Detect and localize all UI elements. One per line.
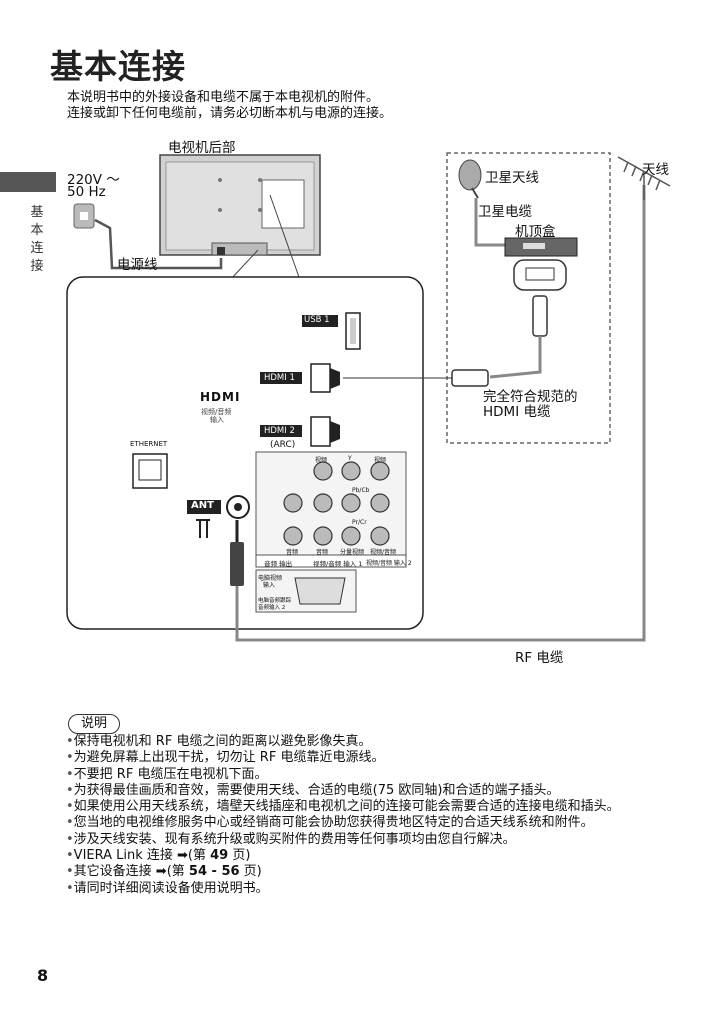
note-item: •涉及天线安装、现有系统升级或购买附件的费用等任何事项均由您自行解决。 [66, 831, 516, 847]
pb-label: Pb/Cb [352, 487, 370, 494]
notes-heading: 说明 [68, 714, 121, 734]
connection-diagram [66, 152, 671, 642]
hdmi-plug [532, 295, 548, 337]
set-top-box-label: 机顶盒 [515, 224, 556, 240]
note-item: •请同时详细阅读设备使用说明书。 [66, 880, 269, 896]
hdmi2-label-bg [260, 425, 302, 437]
av-bottom-label-4: 视频/音频 [370, 549, 397, 556]
note-item: •您当地的电视维修服务中心或经销商可能会协助您获得贵地区特定的合适天线系统和附件… [66, 815, 594, 831]
hdmi-cable-label-1: 完全符合规范的 [483, 389, 578, 405]
external-devices-box [446, 152, 611, 444]
power-cable-label: 电源线 [117, 257, 158, 273]
hdmi1-label-bg [260, 372, 302, 384]
ant-label: ANT [191, 500, 214, 511]
pc-audio-label-1: 电脑音频跟踪 [258, 598, 292, 604]
page-number: 8 [37, 966, 49, 985]
other-devices-reference[interactable]: •其它设备连接 ➡(第 54 - 56 页) [66, 864, 262, 880]
usb-label: USB 1 [304, 315, 330, 325]
power-spec-frequency: 50 Hz [67, 184, 106, 200]
power-spec-voltage: 220V ～ [67, 172, 120, 188]
intro-line-2: 连接或卸下任何电缆前，请务必切断本机与电源的连接。 [67, 106, 393, 121]
hdmi-sub-2: 输入 [210, 416, 224, 424]
side-section-label: 基本连接 [30, 205, 44, 274]
vga-port [294, 577, 346, 605]
pc-label-1: 电脑视频 [258, 575, 283, 582]
ethernet-port [132, 453, 168, 489]
antenna-symbol [196, 519, 210, 538]
satellite-cable-label: 卫星电缆 [478, 204, 532, 220]
power-cord [94, 218, 223, 270]
wall-outlet [73, 203, 95, 229]
zoom-line [229, 249, 259, 281]
pc-audio-label-2: 音频输入 2 [258, 605, 286, 611]
note-item: •保持电视机和 RF 电缆之间的距离以避免影像失真。 [66, 734, 372, 749]
hdmi2-label: HDMI 2 [264, 426, 295, 436]
rf-cable-label: RF 电缆 [515, 650, 564, 666]
note-item: •如果使用公用天线系统，墙壁天线插座和电视机之间的连接可能会需要合适的连接电缆和… [66, 799, 620, 815]
hdmi-sub-1: 视频/音频 [201, 408, 232, 416]
tv-rear-illustration [159, 154, 321, 256]
hdmi1-port [310, 363, 331, 393]
satellite-antenna-label: 卫星天线 [485, 170, 539, 186]
tv-rear-label: 电视机后部 [168, 140, 236, 156]
rf-plug [230, 542, 244, 586]
pr-label: Pr/Cr [352, 519, 367, 526]
hdmi-logo: HDMI [200, 390, 241, 404]
stb-hdmi-port [513, 259, 567, 291]
av-top-label-3: 视频 [374, 457, 387, 464]
hdmi-cable-label-2: HDMI 电缆 [483, 404, 551, 420]
set-top-box-icon [504, 237, 578, 257]
satellite-dish-icon [458, 159, 482, 199]
note-item: •为获得最佳画质和音效，需要使用天线、合适的电缆(75 欧同轴)和合适的端子插头… [66, 782, 560, 798]
zoom-line [269, 194, 301, 281]
note-item: •为避免屏幕上出现干扰，切勿让 RF 电缆靠近电源线。 [66, 750, 385, 766]
hdmi-plug-tv-side [451, 369, 489, 387]
av-bottom-label-1: 音频 [286, 549, 299, 556]
satellite-cable [474, 198, 505, 247]
antenna-label: 天线 [642, 162, 669, 178]
av-group-label-3: 视频/音频 输入 2 [366, 560, 412, 567]
note-item: •不要把 RF 电缆压在电视机下面。 [66, 766, 268, 782]
antenna-icon [617, 156, 671, 200]
viera-link-reference[interactable]: •VIERA Link 连接 ➡(第 49 页) [66, 848, 251, 864]
section-tab [0, 172, 56, 192]
pc-label-2: 输入 [263, 582, 276, 589]
hdmi2-port [310, 416, 331, 447]
page-title: 基本连接 [50, 47, 186, 86]
av-top-label-2: Y [348, 455, 352, 462]
av-jacks [283, 461, 390, 546]
av-bottom-label-2: 音频 [316, 549, 329, 556]
hdmi1-label: HDMI 1 [264, 373, 295, 383]
usb-label-bg [302, 315, 338, 327]
av-group-label-1: 音频 输出 [264, 560, 293, 568]
rf-cable [235, 185, 646, 642]
hdmi-cable [489, 336, 542, 379]
ethernet-label: ETHERNET [130, 440, 168, 448]
notes-section: 说明 •保持电视机和 RF 电缆之间的距离以避免影像失真。 •为避免屏幕上出现干… [66, 712, 686, 897]
intro-line-1: 本说明书中的外接设备和电缆不属于本电视机的附件。 [67, 90, 380, 105]
av-bottom-label-3: 分量视频 [340, 549, 365, 556]
av-top-label-1: 视频 [315, 457, 328, 464]
hdmi2-sub: (ARC) [270, 440, 296, 450]
av-group-label-2: 视频/音频 输入 1 [313, 560, 363, 568]
ant-label-bg [187, 500, 221, 514]
